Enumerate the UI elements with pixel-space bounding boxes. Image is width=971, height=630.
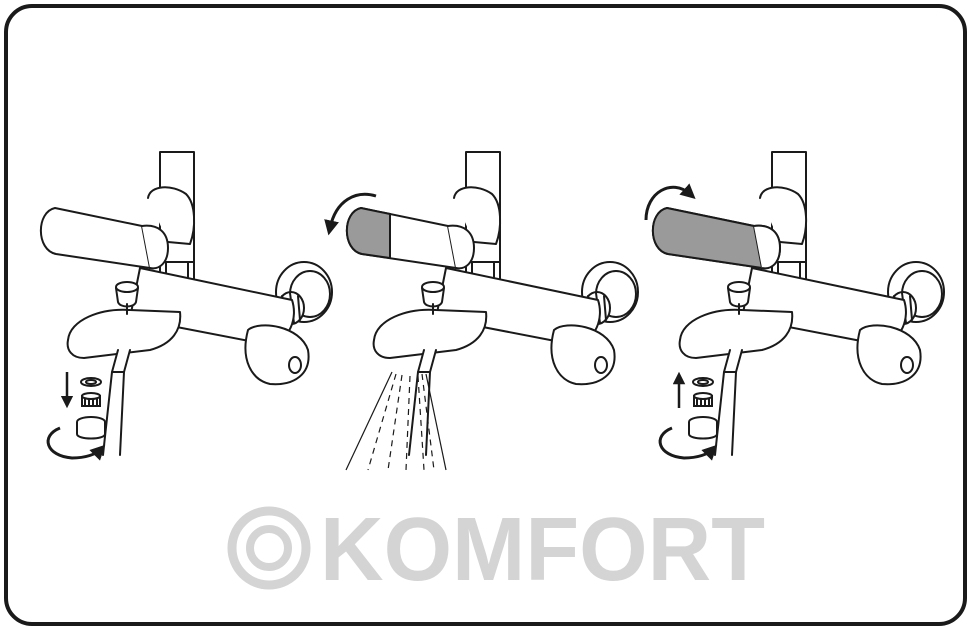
komfort-watermark: KOMFORT <box>232 500 765 600</box>
step-1-illustration <box>41 152 332 458</box>
step-2-illustration <box>330 152 638 470</box>
komfort-logo-outer-ring <box>232 511 306 585</box>
step-2-water-spray <box>346 372 446 470</box>
step-2-highlighted-handle <box>347 208 390 258</box>
step-1-aerator-icon <box>77 378 105 439</box>
step-3-aerator-icon <box>689 378 717 439</box>
komfort-logo-inner-ring <box>250 529 288 567</box>
step-3-highlighted-handle <box>653 208 762 268</box>
step-3-illustration <box>646 152 944 458</box>
watermark-text: KOMFORT <box>320 500 765 600</box>
